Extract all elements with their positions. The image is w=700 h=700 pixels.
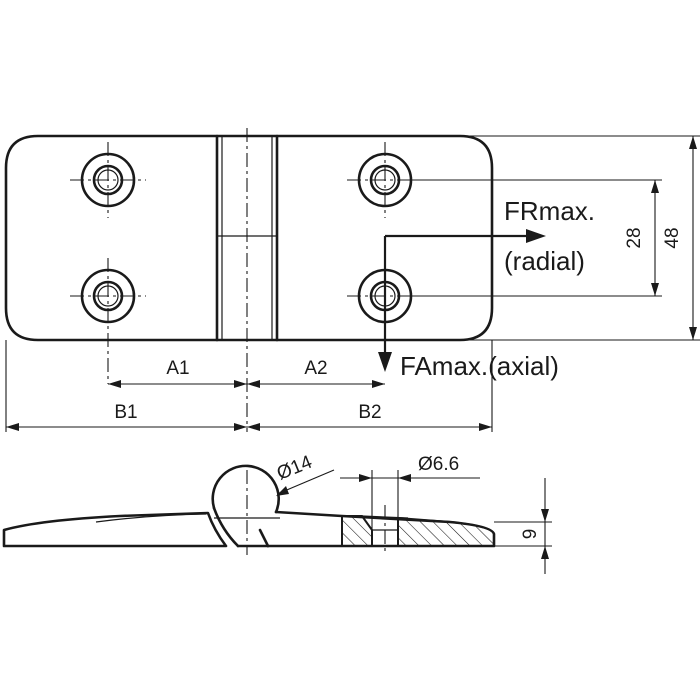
b1-label: B1 — [114, 402, 137, 423]
b2-label: B2 — [358, 402, 381, 423]
side-view: Ø14 Ø6.6 9 — [2, 452, 552, 574]
dimension-9: 9 — [494, 478, 552, 574]
dimension-a1-a2: A1 A2 — [108, 358, 385, 388]
left-leaf-profile — [2, 511, 228, 548]
dimension-48: 48 — [460, 135, 700, 341]
dia-6-6-callout: Ø6.6 — [340, 454, 480, 530]
dim-28-label: 28 — [624, 227, 645, 248]
dimension-b1-b2: B1 B2 — [5, 340, 493, 432]
a1-label: A1 — [166, 358, 189, 379]
hinge-body-outline — [4, 134, 494, 342]
dia-14-callout: Ø14 — [274, 452, 335, 496]
radial-force-arrow — [385, 229, 546, 243]
mounting-hole-top-left — [70, 142, 146, 218]
fr-max-label: FRmax. — [504, 196, 595, 226]
mounting-hole-bottom-left — [70, 258, 146, 384]
right-leaf-section — [341, 505, 495, 555]
top-view: 28 48 A1 A2 — [4, 128, 700, 432]
knuckle — [215, 128, 279, 432]
radial-label: (radial) — [504, 246, 585, 276]
fa-max-label: FAmax.(axial) — [400, 351, 559, 381]
dimension-28: 28 — [410, 179, 662, 297]
dim-48-label: 48 — [662, 227, 683, 248]
dia-6-6-label: Ø6.6 — [418, 454, 459, 475]
a2-label: A2 — [304, 358, 327, 379]
dim-9-label: 9 — [520, 529, 541, 540]
axial-force-arrow — [378, 236, 392, 372]
dia-14-label: Ø14 — [274, 452, 316, 485]
